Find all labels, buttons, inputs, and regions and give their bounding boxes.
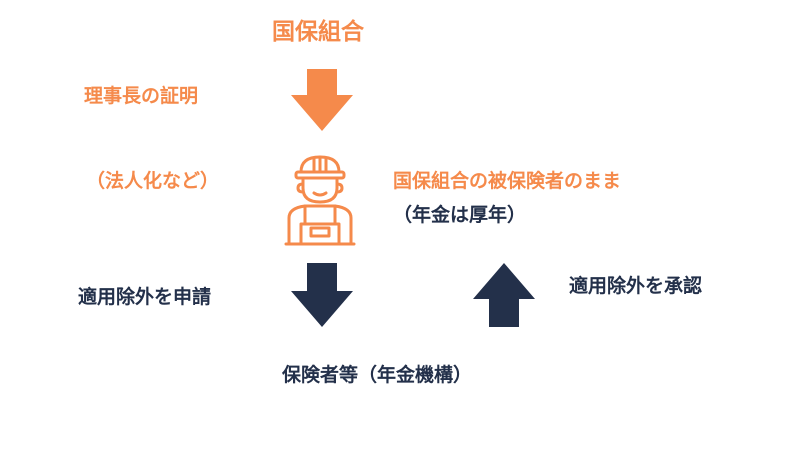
label-pension-note: （年金は厚年） [393,204,527,226]
construction-worker-icon [284,155,356,246]
label-chairman-proof: 理事長の証明 [84,85,199,107]
label-approve-exclusion: 適用除外を承認 [569,275,703,297]
arrow-up-icon [473,263,535,327]
arrow-down-icon [291,69,353,131]
arrow-down-icon [291,263,353,327]
label-stays-insured: 国保組合の被保険者のまま [393,170,622,192]
diagram-title: 国保組合 [272,19,364,45]
label-insurer: 保険者等（年金機構） [282,364,473,386]
label-apply-exclusion: 適用除外を申請 [78,286,212,308]
label-incorporation: （法人化など） [86,170,220,192]
